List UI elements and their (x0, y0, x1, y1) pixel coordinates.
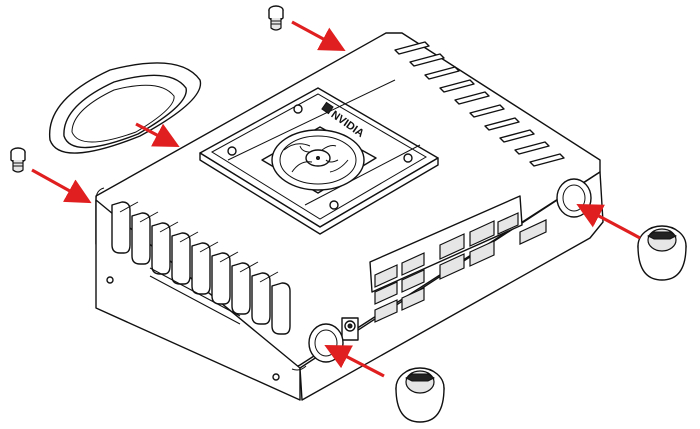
assembly-arrows (31, 20, 641, 378)
io-ports (341, 195, 547, 341)
screw-top (268, 5, 284, 31)
screw-left (10, 147, 26, 173)
plug-right (637, 225, 687, 281)
plug-bottom (395, 367, 445, 423)
arrow-left-screw (31, 168, 92, 204)
gasket (48, 62, 202, 154)
vent-slots-top (394, 41, 565, 167)
arrow-bottom-plug (324, 345, 385, 378)
arrow-right-plug (576, 203, 641, 240)
fan (261, 126, 377, 194)
arrow-gasket (135, 122, 180, 147)
fan-plate: NVIDIA (199, 79, 439, 235)
arrow-top-screw (291, 20, 346, 52)
vent-slots-side (111, 201, 291, 335)
